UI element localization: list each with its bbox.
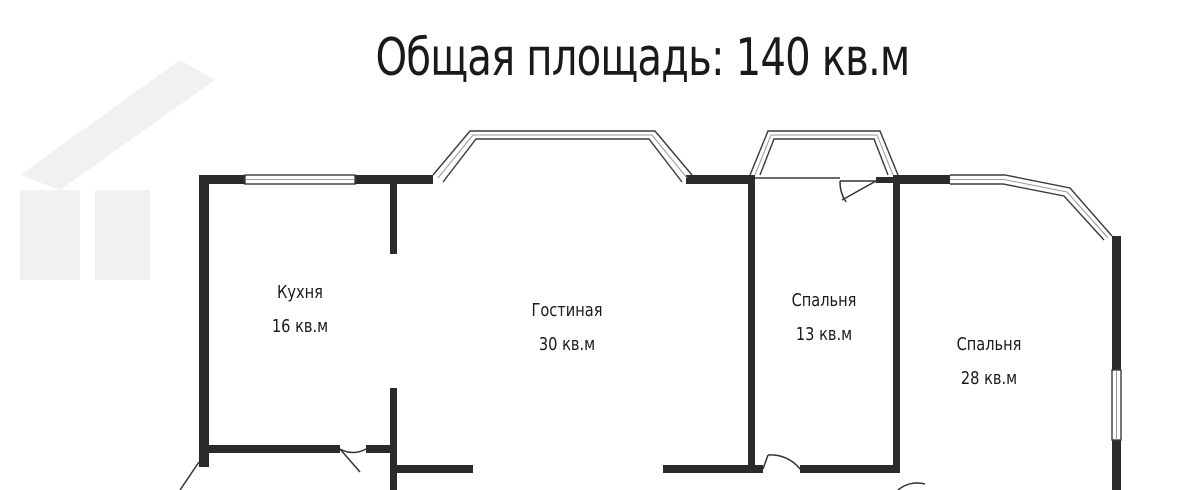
room-name: Гостиная bbox=[531, 300, 603, 321]
room-label-living: Гостиная 30 кв.м bbox=[518, 294, 617, 362]
doors bbox=[179, 180, 926, 490]
room-name: Спальня bbox=[791, 290, 857, 311]
room-area: 13 кв.м bbox=[795, 324, 853, 345]
room-area: 28 кв.м bbox=[960, 368, 1018, 389]
total-area-title: Общая площадь: 140 кв.м bbox=[375, 28, 910, 88]
windows bbox=[244, 130, 1122, 441]
room-label-bedroom-1: Спальня 13 кв.м bbox=[779, 284, 869, 352]
watermark bbox=[20, 60, 215, 280]
room-area: 16 кв.м bbox=[271, 316, 329, 337]
room-label-kitchen: Кухня 16 кв.м bbox=[260, 276, 341, 344]
room-area: 30 кв.м bbox=[538, 334, 596, 355]
room-label-bedroom-2: Спальня 28 кв.м bbox=[944, 328, 1034, 396]
walls bbox=[199, 175, 1121, 490]
room-name: Спальня bbox=[956, 334, 1022, 355]
room-name: Кухня bbox=[277, 282, 323, 303]
